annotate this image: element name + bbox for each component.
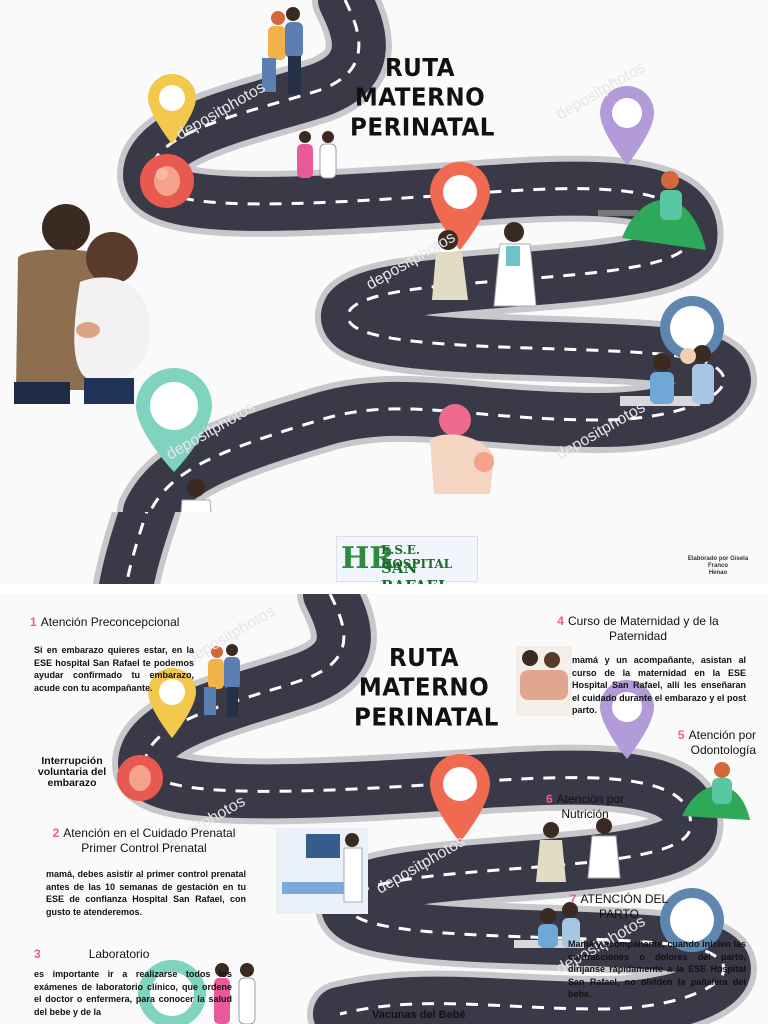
maternity-course-scene [516,646,572,716]
step-number: 7 [569,892,577,906]
couple-figure [204,644,240,717]
step-title-text: Atención por [688,728,756,742]
ultrasound-scene [276,828,368,914]
pin-purple [600,680,654,759]
pin-yellow [148,668,196,738]
delivery-scene [514,902,584,948]
infographic-panel-map: depositphotos depositphotos depositphoto… [14,0,757,512]
step-number: 2 [52,826,60,840]
ive-line: Interrupción [41,755,103,767]
title-line: PERINATAL [354,703,499,732]
logo-mark: HR [341,541,395,576]
winding-road-illustration: depositphotos depositphotos depositphoto… [14,0,757,512]
step-2-body: mamá, debes asistir al primer control pr… [46,869,246,917]
winding-road-illustration: depositphotos depositphotos depositphoto… [111,594,757,1024]
nutrition-consult-figures [432,222,537,307]
pin-teal [138,960,206,1024]
step-number: 3 [34,947,41,961]
step-title-text: Atención en el Cuidado Prenatal [63,826,236,840]
step-title-text: Primer Control Prenatal [81,841,207,855]
couple-figure-left [14,204,150,404]
step-title-text: PARTO [598,907,639,921]
step-title-text: Atención Preconcepcional [40,615,180,629]
step-1-body: Si en embarazo quieres estar, en la ESE … [34,645,194,693]
step-title-text: Nutrición [561,807,609,821]
ive-line: embarazo [47,777,97,789]
step-title-text: Atención por [556,792,625,806]
step-3-body: es importante ir a realizarse todos los … [34,969,232,1017]
pin-teal [136,368,212,472]
pin-coral [430,162,490,250]
step-number: 1 [30,615,37,629]
logo-line-1: E.S.E. HOSPITAL [381,543,453,571]
title-line: RUTA [384,53,456,83]
title-line: MATERNO [358,673,490,703]
pin-blue [660,296,724,360]
panel-divider [0,584,768,594]
ive-line: voluntaria del [37,766,107,778]
route-title: RUTA MATERNO PERINATAL [350,53,495,143]
step-title-text: Curso de Maternidad y de la [567,614,719,628]
author-credit: Elaborado por Gisela Franco Henao [678,556,758,577]
infographic-panel-steps: depositphotos depositphotos depositphoto… [0,594,768,1024]
logo-line-2: SAN RAFAEL [381,559,449,584]
title-line: MATERNO [354,83,486,113]
step-number: 4 [557,614,564,628]
pin-coral [430,754,490,842]
step-4-body: mamá y un acompañante, asistan al curso … [572,655,746,715]
couple-figure-top [262,7,303,94]
credit-line: Elaborado por Gisela Franco [687,556,749,569]
pediatric-checkup [180,479,212,512]
fetus-icon [140,154,194,208]
step-title-text: Paternidad [608,629,668,643]
route-title: RUTA MATERNO PERINATAL [354,643,499,733]
road-end [92,512,182,584]
credit-line: Henao [708,570,728,576]
step-title-text: ATENCIÓN DEL [580,892,669,906]
step-title-text: Laboratorio [88,947,150,961]
nutrition-consult-figures [536,818,621,882]
step-title-text: Odontología [690,743,756,757]
dentist-scene [682,762,750,820]
hospital-logo: HR E.S.E. HOSPITAL SAN RAFAEL [336,536,478,584]
pin-purple [600,86,654,165]
pin-yellow [148,74,196,144]
panel-map-footer: HR E.S.E. HOSPITAL SAN RAFAEL Elaborado … [0,512,768,584]
title-line: PERINATAL [350,113,495,142]
dentist-scene [598,171,706,250]
lab-figures [214,963,256,1024]
fetus-icon [117,755,163,801]
vaccines-label: Vacunas del Bebé [372,1009,466,1021]
delivery-scene [620,345,714,406]
title-line: RUTA [388,643,460,673]
breastfeeding-mother [430,404,494,494]
step-7-body: Mamá y acompañante, cuando inicien las c… [568,939,746,999]
step-number: 5 [677,728,685,742]
ive-label: Interrupción voluntaria del embarazo [30,756,114,789]
mother-and-doctor-figures [297,131,337,179]
pin-blue [660,888,724,952]
step-number: 6 [545,792,553,806]
step-3-title: 3 Laboratorio [34,947,184,962]
